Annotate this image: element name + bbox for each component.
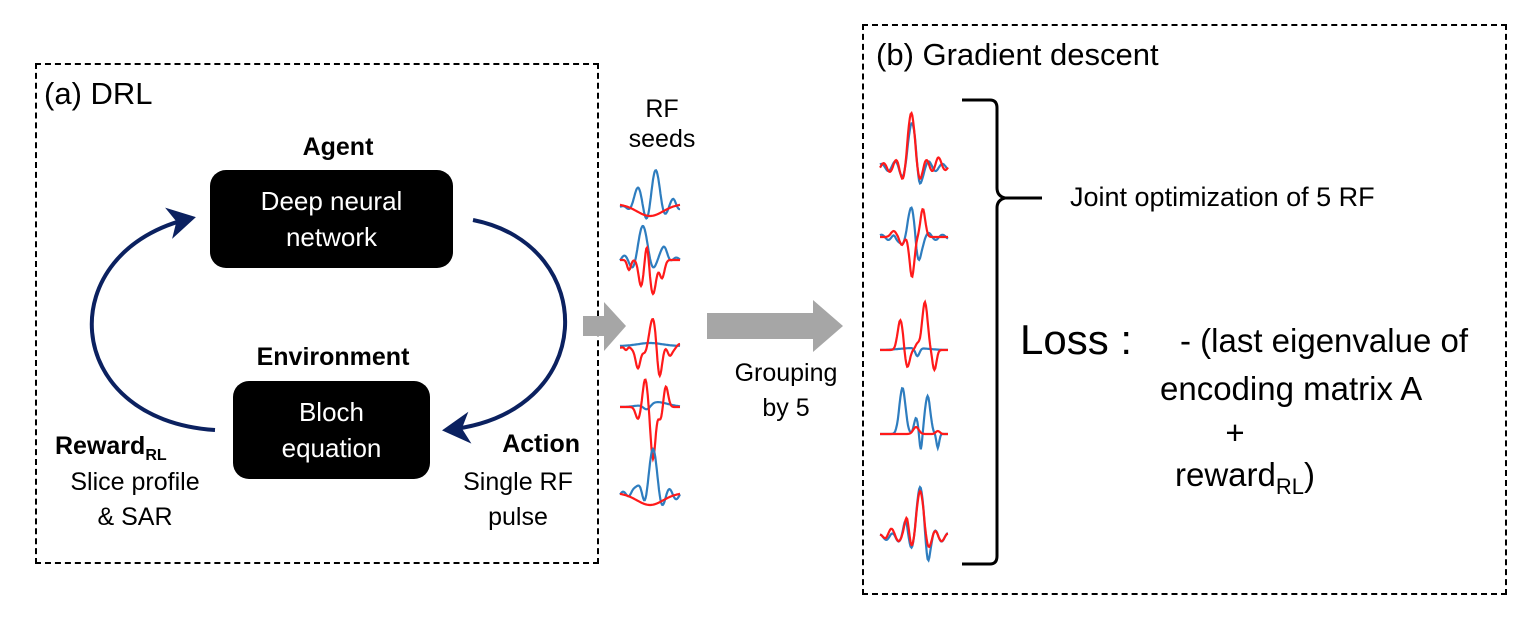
environment-box-line-1: Bloch [298, 397, 365, 427]
optimized-rf-5-blue-wave [879, 485, 949, 563]
loss-line-2: encoding matrix A [1160, 370, 1423, 407]
action-label: Action [502, 430, 580, 458]
optimized-rf-2-red-wave [880, 207, 948, 279]
rf-seed-1-blue-wave [619, 169, 681, 220]
optimized-rf-1-red-wave [879, 110, 949, 181]
group-bracket [962, 98, 1006, 566]
panel-a-frame [35, 63, 599, 564]
action-arc-arrow [442, 218, 567, 444]
loss-line-3: + [1225, 414, 1245, 451]
to-seeds-arrow [583, 302, 626, 351]
rf-seeds-title: RF seeds [612, 94, 712, 154]
rf-seed-5-blue-wave [619, 447, 681, 507]
action-line-1: Single RF [463, 468, 573, 496]
rf-seed-3-blue-wave [619, 341, 681, 347]
reward-line-2: & SAR [97, 503, 173, 531]
panel-b-title: (b) Gradient descent [876, 37, 1159, 72]
environment-label: Environment [256, 343, 410, 371]
optimized-rf-3-red-wave [880, 299, 948, 373]
panel-a-title: (a) DRL [44, 76, 153, 111]
reward-label-subscript: RL [145, 447, 167, 464]
agent-box: Deep neural network [210, 170, 453, 268]
reward-label-text: Reward [55, 432, 146, 460]
rf-seed-1-red-wave [619, 203, 681, 218]
panel-b-frame [862, 24, 1507, 595]
rf-seeds-line-2: seeds [628, 125, 696, 153]
agent-box-line-2: network [285, 222, 378, 252]
loss-reward-subscript: RL [1275, 474, 1304, 499]
reward-line-1: Slice profile [70, 468, 200, 496]
loss-reward-text: reward [1175, 456, 1276, 493]
loss-prefix: Loss : [1020, 316, 1133, 363]
optimized-waveforms [879, 110, 949, 563]
reward-label: RewardRL [55, 432, 195, 465]
reward-description: Slice profile & SAR [50, 465, 220, 535]
rf-seed-5-red-wave [619, 492, 681, 507]
optimized-rf-4-red-wave [880, 426, 948, 436]
rf-seed-3-red-wave [620, 317, 681, 379]
rf-seed-waveforms [619, 169, 681, 507]
grouping-line-2: by 5 [762, 394, 810, 422]
optimized-rf-2-blue-wave [879, 206, 949, 262]
loss-line-1: - (last eigenvalue of [1180, 322, 1468, 359]
grouping-label: Grouping by 5 [716, 356, 856, 426]
action-line-2: pulse [488, 503, 548, 531]
grouping-arrow [707, 300, 843, 352]
agent-box-line-1: Deep neural [260, 186, 403, 216]
rf-seed-2-red-wave [620, 245, 680, 296]
reward-arc-arrow [89, 207, 216, 432]
optimized-rf-5-red-wave [879, 489, 949, 549]
rf-seed-2-blue-wave [619, 224, 681, 269]
loss-line-4: rewardRL) [1160, 456, 1330, 500]
environment-box: Bloch equation [233, 381, 430, 479]
rf-seeds-line-1: RF [645, 95, 679, 123]
loss-reward-suffix: ) [1304, 456, 1315, 493]
grouping-line-1: Grouping [734, 359, 838, 387]
environment-box-line-2: equation [281, 433, 382, 463]
optimized-rf-4-blue-wave [880, 386, 948, 452]
agent-label: Agent [302, 133, 374, 161]
joint-optimization-label: Joint optimization of 5 RF [1070, 182, 1375, 212]
rf-seed-4-red-wave [620, 378, 680, 463]
action-description: Single RF pulse [448, 465, 588, 535]
